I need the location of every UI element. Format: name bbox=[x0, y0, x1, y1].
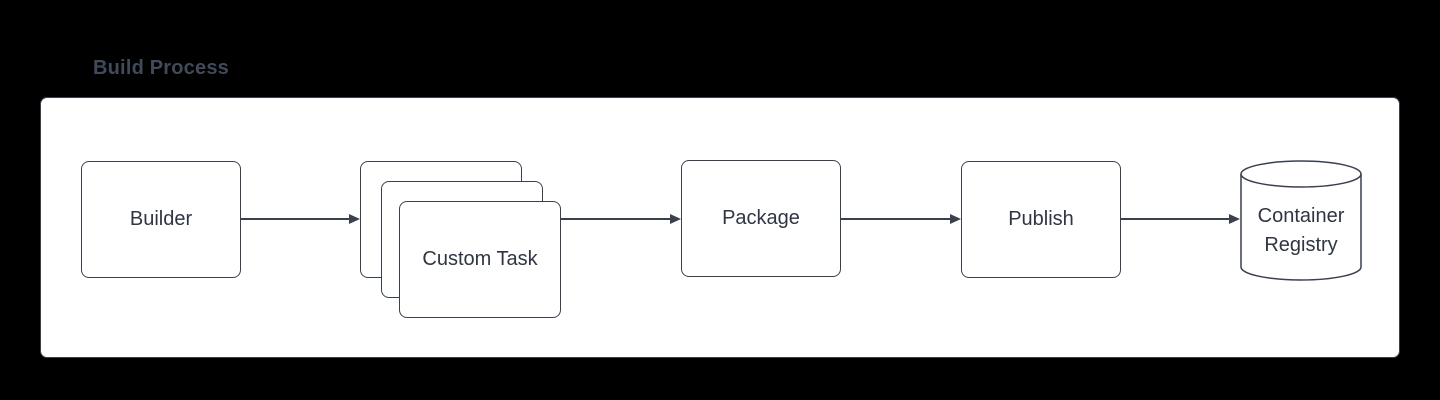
arrow-builder-to-custom-task[interactable] bbox=[241, 213, 360, 225]
node-package-label: Package bbox=[722, 207, 800, 229]
node-custom-task-label: Custom Task bbox=[422, 248, 538, 270]
arrow-line bbox=[1121, 218, 1229, 220]
arrowhead-icon bbox=[1229, 214, 1240, 224]
arrow-custom-task-to-package[interactable] bbox=[561, 213, 681, 225]
node-publish-label: Publish bbox=[1008, 208, 1074, 230]
node-package[interactable]: Package bbox=[681, 160, 841, 277]
diagram-title: Build Process bbox=[93, 57, 229, 79]
arrow-line bbox=[841, 218, 950, 220]
node-publish[interactable]: Publish bbox=[961, 161, 1121, 278]
arrow-line bbox=[241, 218, 349, 220]
arrowhead-icon bbox=[670, 214, 681, 224]
node-custom-task-front[interactable]: Custom Task bbox=[399, 201, 561, 318]
arrow-publish-to-container-registry[interactable] bbox=[1121, 213, 1240, 225]
node-container-registry[interactable]: Container Registry bbox=[1240, 160, 1362, 281]
node-builder[interactable]: Builder bbox=[81, 161, 241, 278]
arrowhead-icon bbox=[950, 214, 961, 224]
diagram-canvas: Builder Custom Task Custom Task Custom T… bbox=[40, 97, 1400, 358]
arrowhead-icon bbox=[349, 214, 360, 224]
arrow-package-to-publish[interactable] bbox=[841, 213, 961, 225]
arrow-line bbox=[561, 218, 670, 220]
cylinder-shape-icon bbox=[1240, 160, 1362, 281]
node-builder-label: Builder bbox=[129, 208, 193, 230]
